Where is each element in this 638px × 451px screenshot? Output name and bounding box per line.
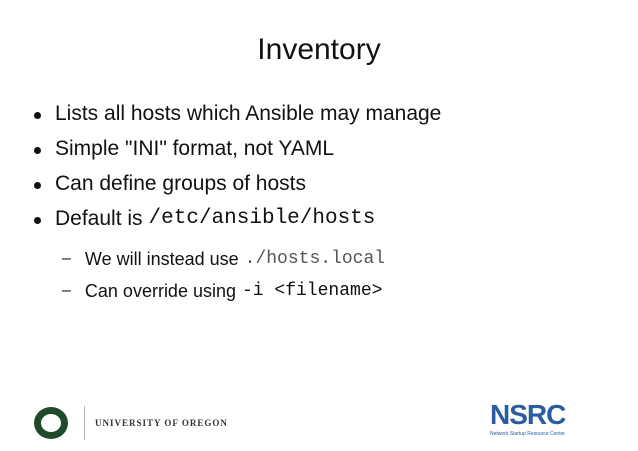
bullet-list: Lists all hosts which Ansible may manage… <box>34 96 441 236</box>
bullet-dot-icon <box>34 182 41 189</box>
bullet-text: Can define groups of hosts <box>55 171 306 195</box>
bullet-code: /etc/ansible/hosts <box>148 207 376 230</box>
university-name: UNIVERSITY OF OREGON <box>95 418 228 428</box>
bullet-text: Simple "INI" format, not YAML <box>55 136 335 160</box>
bullet-dot-icon <box>34 217 41 224</box>
sub-bullet-item: – We will instead use ./hosts.local <box>62 243 385 275</box>
sub-bullet-list: – We will instead use ./hosts.local – Ca… <box>62 243 385 307</box>
bullet-text: Lists all hosts which Ansible may manage <box>55 101 442 125</box>
sub-bullet-item: – Can override using -i <filename> <box>62 275 385 307</box>
sub-bullet-code: ./hosts.local <box>244 249 386 269</box>
nsrc-logo-text: NSRC <box>490 399 566 430</box>
bullet-text: Default is <box>55 206 143 230</box>
bullet-dot-icon <box>34 112 41 119</box>
slide-title: Inventory <box>257 33 381 66</box>
bullet-item: Default is /etc/ansible/hosts <box>34 201 441 236</box>
bullet-item: Simple "INI" format, not YAML <box>34 131 441 166</box>
oregon-o-icon <box>34 407 68 439</box>
bullet-item: Lists all hosts which Ansible may manage <box>34 96 441 131</box>
nsrc-logo: NSRC Network Startup Resource Center <box>490 400 605 444</box>
sub-bullet-code: -i <filename> <box>242 281 383 301</box>
sub-bullet-text: Can override using <box>84 280 236 301</box>
university-logo: UNIVERSITY OF OREGON <box>34 405 228 441</box>
dash-icon: – <box>62 250 71 267</box>
logo-divider <box>84 406 85 440</box>
dash-icon: – <box>62 282 71 299</box>
bullet-item: Can define groups of hosts <box>34 166 441 201</box>
nsrc-tagline: Network Startup Resource Center <box>490 431 566 437</box>
sub-bullet-text: We will instead use <box>84 248 239 269</box>
bullet-dot-icon <box>34 147 41 154</box>
